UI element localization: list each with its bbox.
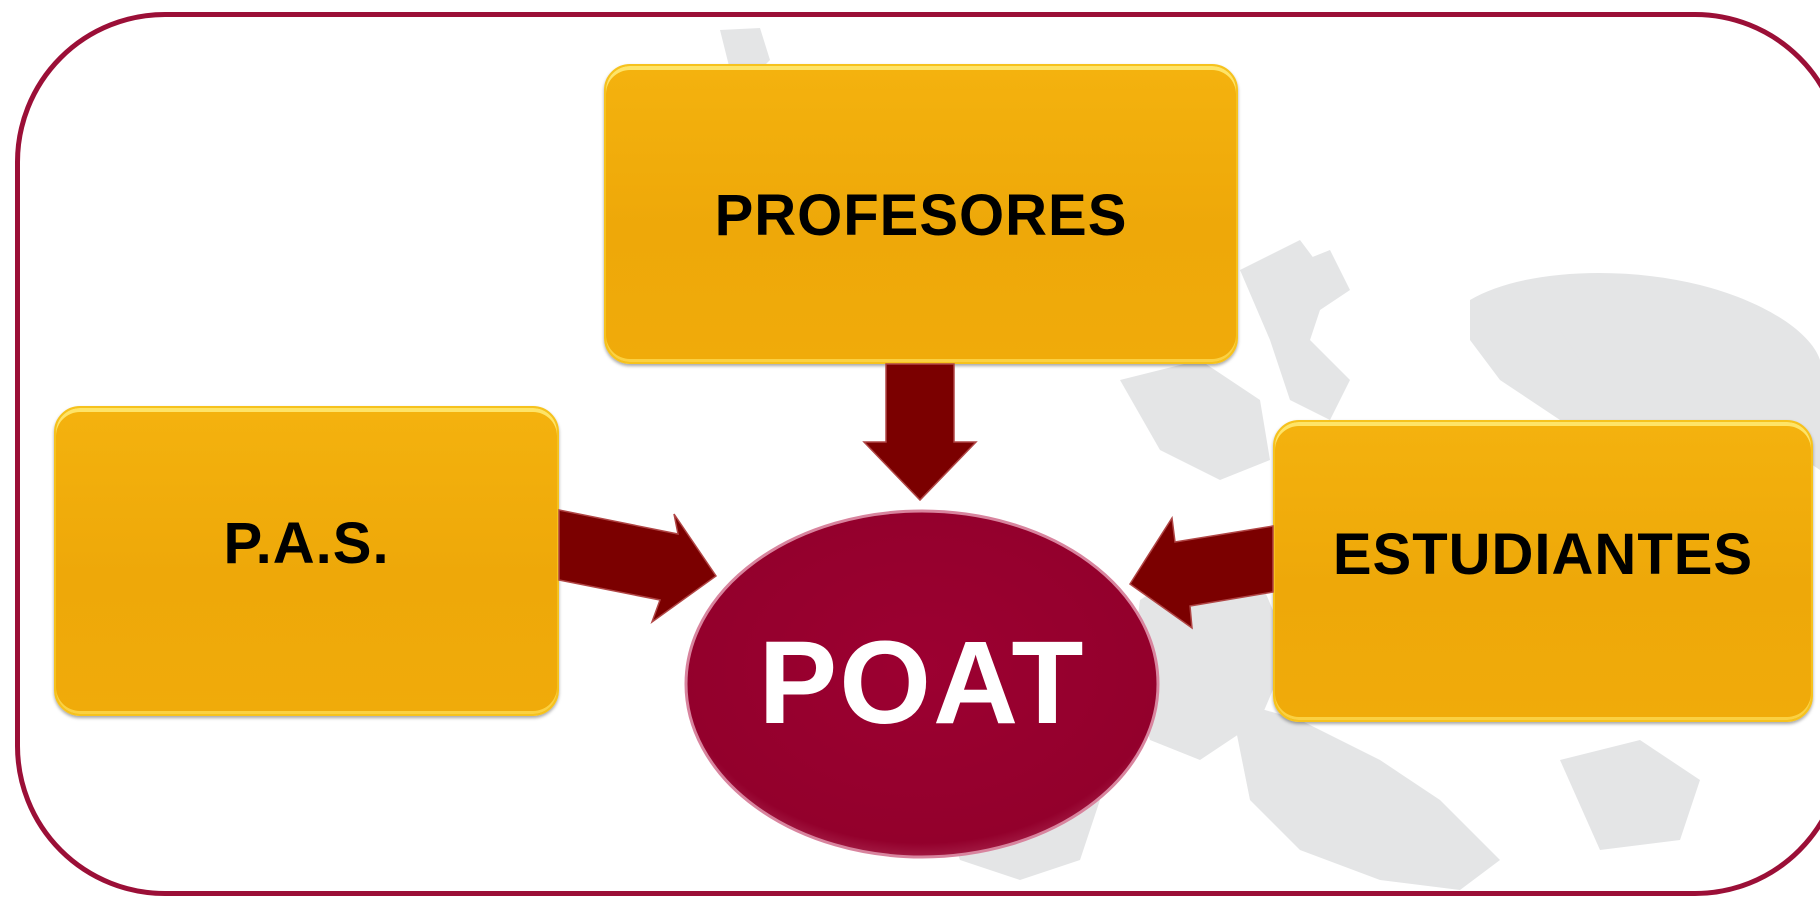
- center-node-label: POAT: [758, 617, 1086, 749]
- arrow-profesores-to-poat: [862, 363, 978, 502]
- node-profesores-label: PROFESORES: [714, 183, 1128, 248]
- node-pas: P.A.S.: [54, 406, 559, 716]
- arrow-pas-to-poat: [558, 509, 718, 625]
- node-pas-label: P.A.S.: [223, 510, 390, 576]
- node-estudiantes: ESTUDIANTES: [1273, 420, 1813, 722]
- center-node-poat: [684, 509, 1160, 859]
- arrow-estudiantes-to-poat: [1128, 515, 1274, 630]
- node-estudiantes-label: ESTUDIANTES: [1332, 521, 1754, 587]
- node-profesores: PROFESORES: [604, 64, 1238, 364]
